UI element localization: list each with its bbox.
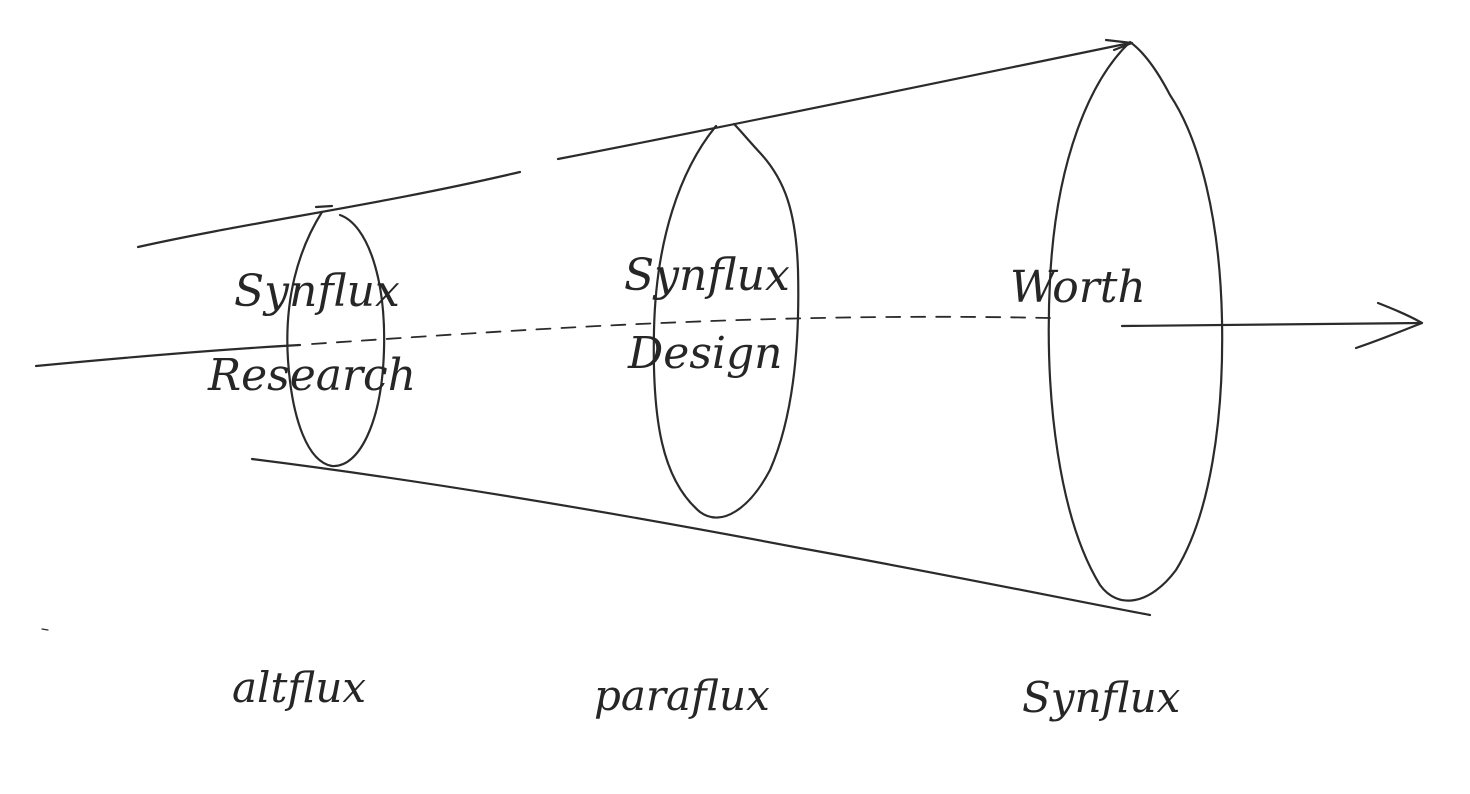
label-research-line1: Synflux (234, 266, 400, 317)
label-design-line2: Design (627, 328, 782, 379)
label-worth: Worth (1010, 262, 1146, 313)
bottom-label-altflux: altflux (232, 663, 366, 712)
axis-arrowhead (1354, 301, 1424, 350)
axis-dashed-middle (311, 315, 1051, 345)
axis-solid-end (1120, 321, 1424, 328)
label-design-line1: Synflux (624, 250, 790, 301)
ellipse-worth (1047, 40, 1224, 602)
bottom-label-paraflux: paraflux (594, 671, 770, 720)
cone-lower-line (250, 457, 1152, 617)
stray-mark (41, 628, 49, 631)
ellipse-research-tick (314, 204, 334, 209)
cone-upper-line-right (556, 41, 1132, 161)
cone-upper-line-left (136, 170, 522, 249)
axis-solid-start (34, 343, 302, 368)
ellipse-design (652, 122, 800, 519)
ellipse-research (286, 210, 386, 468)
label-research-line2: Research (207, 350, 416, 401)
bottom-label-synflux: Synflux (1022, 673, 1181, 722)
